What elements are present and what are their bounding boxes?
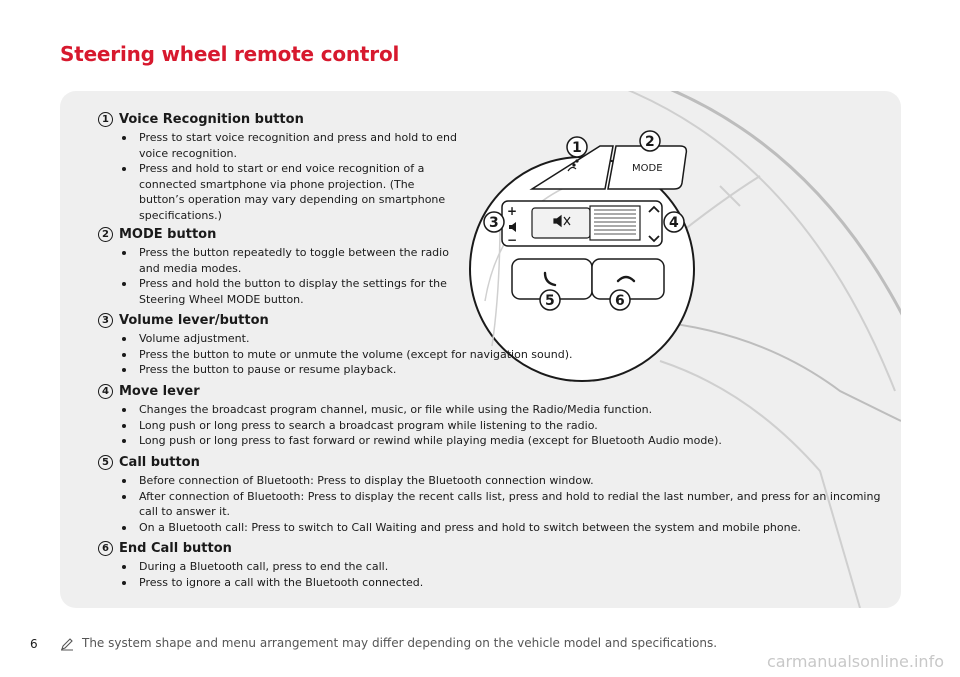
wheel-spoke	[659, 360, 861, 608]
list-item: Long push or long press to fast forward …	[120, 433, 868, 449]
volume-plus-label: +	[507, 204, 517, 218]
callout-3: 3	[483, 211, 505, 233]
speaker-icon	[509, 222, 516, 232]
section-number-badge: 6	[98, 540, 113, 556]
section-call-button: 5 Call button Before connection of Bluet…	[98, 453, 888, 535]
section-number-badge: 4	[98, 383, 113, 399]
circle-inner-arc	[491, 220, 501, 347]
section-number-badge: 3	[98, 312, 113, 328]
wheel-spoke	[719, 185, 741, 207]
callout-4: 4	[663, 211, 685, 233]
svg-text:6: 6	[615, 293, 625, 309]
phone-icon	[543, 271, 557, 287]
section-end-call-button: 6 End Call button During a Bluetooth cal…	[98, 539, 858, 590]
pencil-note-icon	[61, 638, 73, 651]
section-number-badge: 1	[98, 111, 113, 127]
section-title: Voice Recognition button	[119, 111, 304, 127]
svg-text:1: 1	[572, 140, 582, 156]
page-number: 6	[30, 637, 38, 651]
content-panel: MODE + −	[60, 91, 901, 608]
section-title: Volume lever/button	[119, 312, 269, 328]
list-item: Press to start voice recognition and pre…	[120, 130, 458, 161]
list-item: Before connection of Bluetooth: Press to…	[120, 473, 888, 489]
wheel-rim-arc	[670, 91, 901, 316]
section-mode-button: 2 MODE button Press the button repeatedl…	[98, 225, 458, 307]
volume-minus-label: −	[507, 233, 517, 247]
section-number-badge: 5	[98, 454, 113, 470]
svg-text:2: 2	[645, 134, 655, 150]
section-voice-recognition: 1 Voice Recognition button Press to star…	[98, 110, 458, 223]
footer-note: The system shape and menu arrangement ma…	[82, 636, 718, 650]
voice-icon	[567, 159, 579, 172]
list-item: During a Bluetooth call, press to end th…	[120, 559, 858, 575]
move-lever-arrows	[648, 205, 660, 243]
hang-up-icon	[616, 275, 636, 283]
list-item: Press the button to mute or unmute the v…	[120, 347, 858, 363]
list-item: After connection of Bluetooth: Press to …	[120, 489, 888, 520]
section-title: End Call button	[119, 540, 232, 556]
section-number-badge: 2	[98, 226, 113, 242]
mode-label: MODE	[632, 163, 663, 174]
list-item: Long push or long press to search a broa…	[120, 418, 868, 434]
volume-lever-ridges	[589, 205, 641, 241]
list-item: Press the button to pause or resume play…	[120, 362, 858, 378]
page-title: Steering wheel remote control	[60, 42, 400, 66]
svg-text:3: 3	[489, 215, 499, 231]
callout-1: 1	[566, 136, 588, 158]
list-item: Changes the broadcast program channel, m…	[120, 402, 868, 418]
list-item: Press and hold to start or end voice rec…	[120, 161, 458, 223]
section-move-lever: 4 Move lever Changes the broadcast progr…	[98, 382, 868, 449]
section-title: Move lever	[119, 383, 200, 399]
svg-text:5: 5	[545, 293, 555, 309]
callout-2: 2	[639, 130, 661, 152]
list-item: Press to ignore a call with the Bluetoot…	[120, 575, 858, 591]
list-item: On a Bluetooth call: Press to switch to …	[120, 520, 888, 536]
watermark: carmanualsonline.info	[766, 652, 944, 671]
callout-6: 6	[609, 289, 631, 311]
list-item: Press the button repeatedly to toggle be…	[120, 245, 458, 276]
wheel-rim-arc	[627, 91, 896, 392]
list-item: Volume adjustment.	[120, 331, 858, 347]
mute-icon	[553, 214, 571, 228]
steering-wheel-diagram: MODE + −	[469, 91, 901, 608]
section-title: MODE button	[119, 226, 217, 242]
callout-5: 5	[539, 289, 561, 311]
mode-button	[607, 145, 688, 190]
svg-text:4: 4	[669, 215, 679, 231]
list-item: Press and hold the button to display the…	[120, 276, 458, 307]
section-volume-lever: 3 Volume lever/button Volume adjustment.…	[98, 311, 858, 378]
section-title: Call button	[119, 454, 200, 470]
